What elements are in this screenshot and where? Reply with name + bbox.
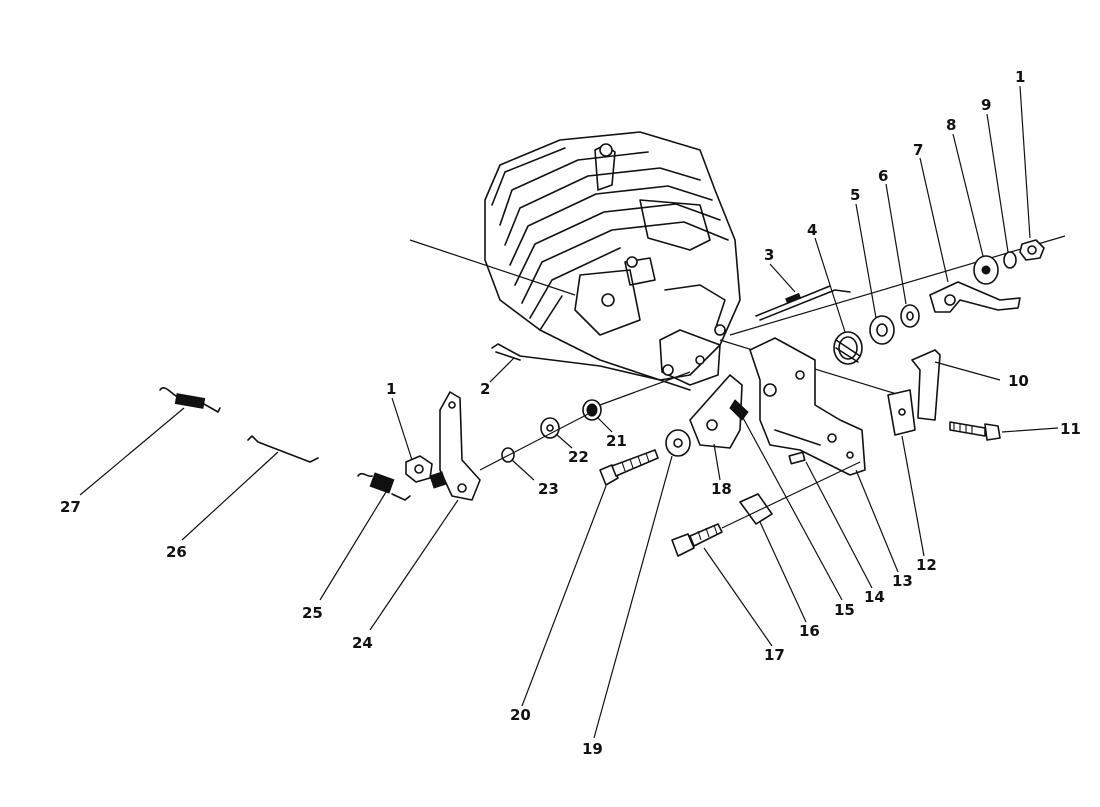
axis-24 xyxy=(479,411,593,471)
part-3-link-rod xyxy=(755,285,851,321)
callout-27: 27 xyxy=(60,498,81,516)
callout-1-top: 1 xyxy=(1015,68,1025,86)
callout-15: 15 xyxy=(834,601,855,619)
engine-block xyxy=(484,131,741,386)
part-16-clip-nut xyxy=(739,493,773,525)
callout-6: 6 xyxy=(878,167,888,185)
part-11-bolt xyxy=(949,421,1001,441)
part-8-washer xyxy=(973,255,999,285)
part-2-rod xyxy=(491,343,691,391)
part-6-washer xyxy=(900,304,920,328)
part-24-lever xyxy=(429,391,481,501)
callout-9: 9 xyxy=(981,96,991,114)
callout-23: 23 xyxy=(538,480,559,498)
leader-lines xyxy=(79,85,1059,739)
part-10-bracket xyxy=(911,349,941,421)
callout-7: 7 xyxy=(913,141,923,159)
part-22-washer xyxy=(540,417,560,439)
part-1-nut-left xyxy=(405,455,433,483)
callout-2: 2 xyxy=(480,380,490,398)
callout-20: 20 xyxy=(510,706,531,724)
callout-8: 8 xyxy=(946,116,956,134)
callout-21: 21 xyxy=(606,432,627,450)
part-27-spring xyxy=(159,387,221,413)
control-bracket xyxy=(749,337,866,476)
part-1-nut-top xyxy=(1019,239,1045,261)
part-9-lock-washer xyxy=(1003,251,1017,269)
part-25-spring xyxy=(357,472,411,501)
callout-5: 5 xyxy=(850,186,860,204)
callout-labels: 1 9 8 7 6 5 4 3 10 11 12 13 14 15 16 17 … xyxy=(60,68,1081,758)
callout-12: 12 xyxy=(916,556,937,574)
part-19-washer xyxy=(665,429,691,457)
callout-4: 4 xyxy=(807,221,817,239)
part-18-plate xyxy=(689,374,749,449)
callout-14: 14 xyxy=(864,588,885,606)
callout-3: 3 xyxy=(764,246,774,264)
callout-26: 26 xyxy=(166,543,187,561)
callout-10: 10 xyxy=(1008,372,1029,390)
callout-18: 18 xyxy=(711,480,732,498)
callout-11: 11 xyxy=(1060,420,1081,438)
part-21-bushing xyxy=(582,399,602,421)
axis-21 xyxy=(599,371,691,406)
callout-22: 22 xyxy=(568,448,589,466)
callout-19: 19 xyxy=(582,740,603,758)
callout-1-left: 1 xyxy=(386,380,396,398)
part-7-lever xyxy=(929,281,1021,313)
part-5-bushing xyxy=(869,315,895,345)
part-14-screw xyxy=(788,451,806,465)
callout-16: 16 xyxy=(799,622,820,640)
callout-13: 13 xyxy=(892,572,913,590)
part-20-bolt xyxy=(599,449,659,486)
part-12-clip xyxy=(887,389,916,436)
part-17-bolt xyxy=(671,523,723,557)
center-line xyxy=(409,239,576,296)
callout-17: 17 xyxy=(764,646,785,664)
callout-24: 24 xyxy=(352,634,373,652)
part-26-link xyxy=(247,435,319,463)
callout-25: 25 xyxy=(302,604,323,622)
part-4-spring xyxy=(833,331,863,365)
bolt-axis-line xyxy=(721,461,861,529)
